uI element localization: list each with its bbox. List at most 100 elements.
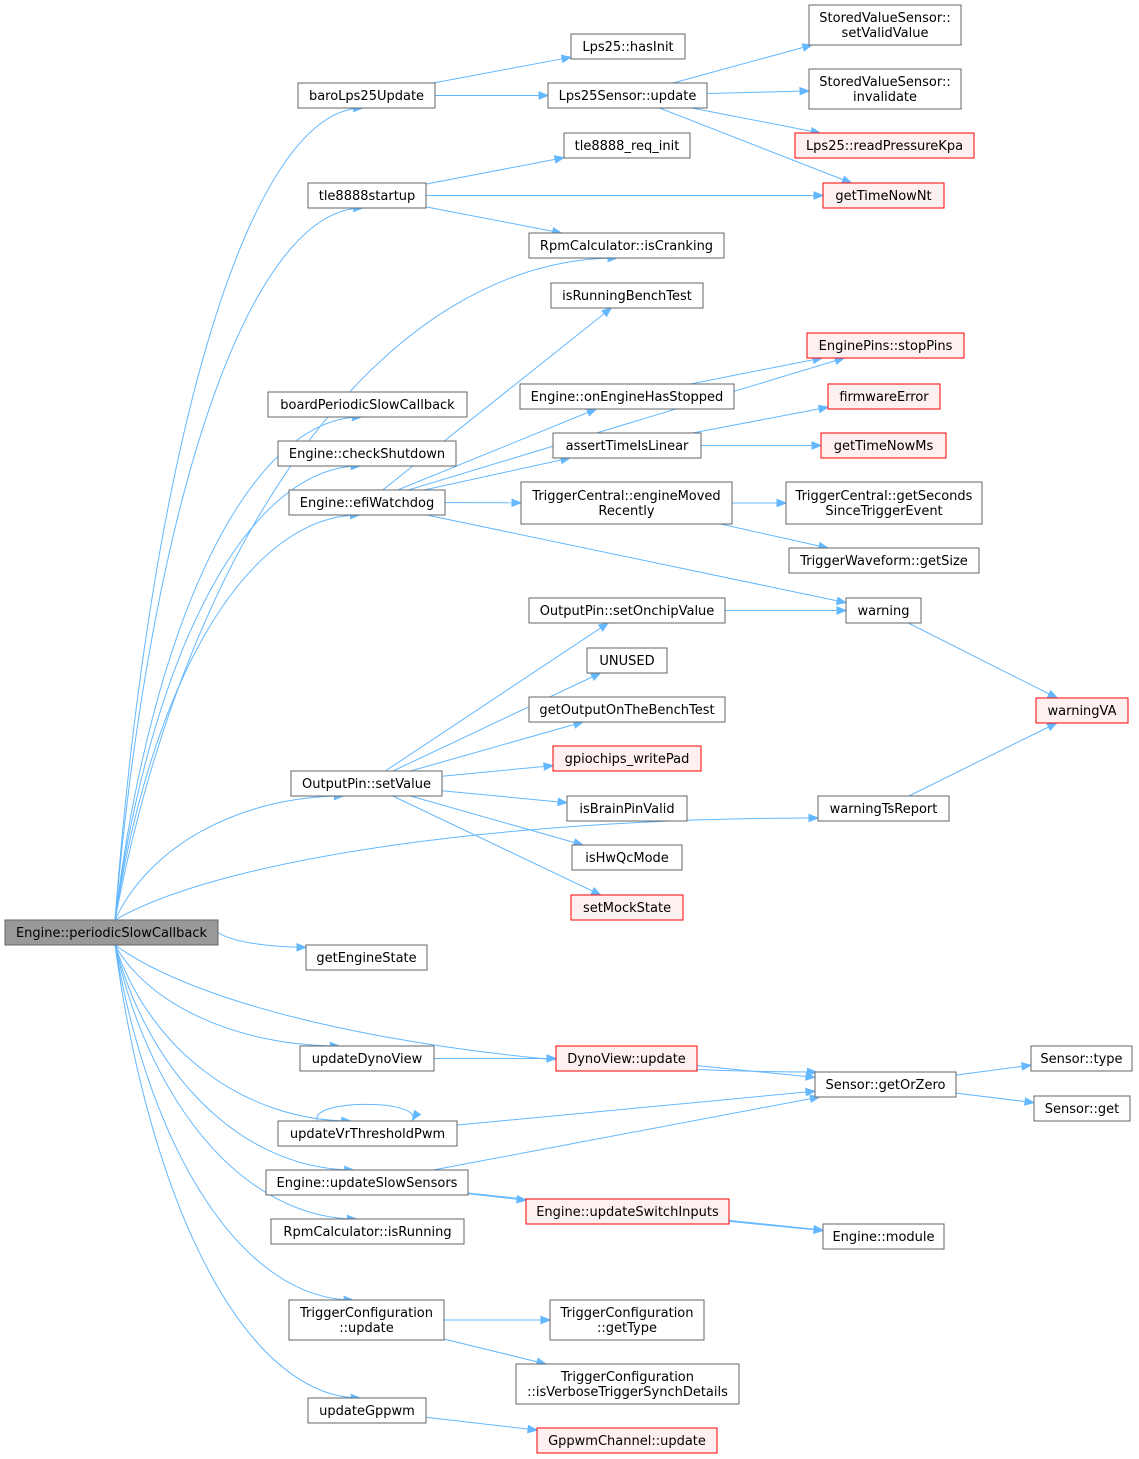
node-label: Recently bbox=[598, 504, 655, 519]
node-getTimeNowMs[interactable]: getTimeNowMs bbox=[820, 432, 947, 459]
node-waveformGetSize[interactable]: TriggerWaveform::getSize bbox=[788, 547, 980, 574]
node-triggerConfigVerbose[interactable]: TriggerConfiguration::isVerboseTriggerSy… bbox=[515, 1363, 740, 1405]
edge-root-to-updateGppwm bbox=[114, 944, 361, 1399]
node-root[interactable]: Engine::periodicSlowCallback bbox=[4, 919, 219, 946]
edge-efiWatchdog-to-warning-arrowhead bbox=[835, 596, 848, 605]
node-dynoViewUpdate[interactable]: DynoView::update bbox=[555, 1045, 698, 1072]
node-updateSlowSensors[interactable]: Engine::updateSlowSensors bbox=[265, 1169, 469, 1196]
node-triggerConfigUpdate[interactable]: TriggerConfiguration::update bbox=[288, 1299, 445, 1341]
edge-baroLps25Update-to-lps25SensorUpdate-arrowhead bbox=[538, 91, 550, 100]
edge-root-to-checkShutdown bbox=[114, 465, 361, 921]
node-label: Sensor::type bbox=[1040, 1052, 1122, 1067]
edge-triggerConfigUpdate-to-triggerConfigVerbose bbox=[443, 1338, 547, 1365]
node-gppwmChannelUpdate[interactable]: GppwmChannel::update bbox=[536, 1427, 718, 1454]
node-rpmIsRunning[interactable]: RpmCalculator::isRunning bbox=[270, 1218, 465, 1245]
node-isBrainPinValid[interactable]: isBrainPinValid bbox=[566, 795, 688, 822]
node-updateSwitchInputs[interactable]: Engine::updateSwitchInputs bbox=[525, 1198, 730, 1225]
node-firmwareError[interactable]: firmwareError bbox=[827, 383, 941, 410]
node-sensorGet[interactable]: Sensor::get bbox=[1033, 1095, 1131, 1122]
node-setMockState[interactable]: setMockState bbox=[570, 894, 684, 921]
edge-lps25SensorUpdate-to-lps25readPressure bbox=[691, 107, 821, 134]
node-getEngineState[interactable]: getEngineState bbox=[305, 944, 428, 971]
node-box bbox=[845, 597, 922, 624]
edge-updateVrThreshold-to-sensorGetOrZero bbox=[456, 1090, 816, 1126]
edge-setValue-to-gpiochipsWritePad-arrowhead bbox=[543, 762, 555, 771]
node-label: TriggerCentral::getSeconds bbox=[795, 489, 973, 504]
node-getSecondsSince[interactable]: TriggerCentral::getSecondsSinceTriggerEv… bbox=[785, 481, 983, 525]
node-label: baroLps25Update bbox=[309, 89, 424, 104]
node-efiWatchdog[interactable]: Engine::efiWatchdog bbox=[288, 489, 446, 516]
node-tle8888reqInit[interactable]: tle8888_req_init bbox=[563, 132, 691, 159]
node-warningTsReport[interactable]: warningTsReport bbox=[817, 795, 950, 822]
node-box bbox=[277, 1120, 458, 1147]
edge-lps25SensorUpdate-to-getTimeNowNt bbox=[659, 107, 852, 184]
edge-lps25SensorUpdate-to-storedSetValid-arrowhead bbox=[801, 43, 814, 52]
edge-warningTsReport-to-warningVA-arrowhead bbox=[1046, 722, 1058, 732]
edge-updateSwitchInputs-to-engineModule-arrowhead bbox=[813, 1225, 825, 1234]
node-label: OutputPin::setOnchipValue bbox=[540, 604, 715, 619]
node-updateGppwm[interactable]: updateGppwm bbox=[307, 1397, 427, 1424]
edge-setValue-to-getOutputOnBench bbox=[410, 721, 584, 772]
node-label: RpmCalculator::isCranking bbox=[540, 239, 713, 254]
node-getOutputOnBench[interactable]: getOutputOnTheBenchTest bbox=[528, 696, 726, 723]
node-getTimeNowNt[interactable]: getTimeNowNt bbox=[822, 182, 945, 209]
node-rpmIsCranking[interactable]: RpmCalculator::isCranking bbox=[528, 232, 725, 259]
edge-lps25SensorUpdate-to-getTimeNowNt-arrowhead bbox=[841, 175, 853, 184]
node-storedSetValid[interactable]: StoredValueSensor::setValidValue bbox=[808, 4, 962, 46]
node-label: updateVrThresholdPwm bbox=[290, 1127, 445, 1142]
node-onEngineHasStopped[interactable]: Engine::onEngineHasStopped bbox=[519, 383, 735, 410]
node-setValue[interactable]: OutputPin::setValue bbox=[290, 770, 443, 797]
edge-updateVrThreshold-to-sensorGetOrZero-arrowhead bbox=[805, 1087, 817, 1097]
node-assertTimeIsLinear[interactable]: assertTimeIsLinear bbox=[552, 432, 702, 459]
edge-efiWatchdog-to-assertTimeIsLinear bbox=[423, 457, 571, 491]
node-tle8888startup[interactable]: tle8888startup bbox=[307, 182, 427, 209]
node-label: setValidValue bbox=[842, 26, 929, 41]
node-isRunningBenchTest[interactable]: isRunningBenchTest bbox=[550, 282, 704, 309]
node-storedInvalidate[interactable]: StoredValueSensor::invalidate bbox=[808, 68, 962, 110]
node-box bbox=[552, 745, 702, 772]
node-unused[interactable]: UNUSED bbox=[586, 647, 668, 674]
node-checkShutdown[interactable]: Engine::checkShutdown bbox=[277, 440, 457, 467]
edge-efiWatchdog-to-engineMovedRecently-arrowhead bbox=[511, 498, 523, 508]
node-boardPeriodicSlow[interactable]: boardPeriodicSlowCallback bbox=[267, 391, 468, 418]
node-box bbox=[814, 1071, 957, 1098]
node-updateDynoView[interactable]: updateDynoView bbox=[299, 1045, 435, 1072]
node-triggerConfigGetType[interactable]: TriggerConfiguration::getType bbox=[549, 1299, 705, 1341]
node-label: Sensor::getOrZero bbox=[826, 1078, 946, 1093]
node-label: Lps25Sensor::update bbox=[559, 89, 697, 104]
edge-root-to-setValue bbox=[114, 795, 344, 921]
node-box bbox=[277, 440, 457, 467]
node-isHwQcMode[interactable]: isHwQcMode bbox=[571, 844, 683, 871]
node-lps25hasInit[interactable]: Lps25::hasInit bbox=[570, 33, 686, 60]
node-updateVrThreshold[interactable]: updateVrThresholdPwm bbox=[277, 1120, 458, 1147]
edge-setValue-to-setMockState-arrowhead bbox=[590, 886, 602, 896]
edge-lps25SensorUpdate-to-storedInvalidate bbox=[706, 90, 810, 94]
node-label: assertTimeIsLinear bbox=[566, 439, 689, 454]
node-label: StoredValueSensor:: bbox=[819, 75, 950, 90]
edge-warning-to-warningVA-arrowhead bbox=[1046, 689, 1059, 699]
node-label: Engine::checkShutdown bbox=[289, 447, 445, 462]
node-sensorGetOrZero[interactable]: Sensor::getOrZero bbox=[814, 1071, 957, 1098]
node-box bbox=[586, 647, 668, 674]
node-lps25readPressure[interactable]: Lps25::readPressureKpa bbox=[794, 132, 975, 159]
node-sensorType[interactable]: Sensor::type bbox=[1030, 1045, 1133, 1072]
node-warning[interactable]: warning bbox=[845, 597, 922, 624]
edge-updateGppwm-to-gppwmChannelUpdate bbox=[425, 1416, 538, 1431]
node-box bbox=[525, 1198, 730, 1225]
node-warningVA[interactable]: warningVA bbox=[1035, 697, 1129, 724]
edge-dynoViewUpdate-to-sensorGetOrZero bbox=[696, 1065, 816, 1078]
node-lps25SensorUpdate[interactable]: Lps25Sensor::update bbox=[547, 82, 708, 109]
edge-sensorGetOrZero-to-sensorType-arrowhead bbox=[1021, 1062, 1033, 1071]
node-enginePinsStop[interactable]: EnginePins::stopPins bbox=[806, 332, 965, 359]
node-box bbox=[4, 919, 219, 946]
node-box bbox=[794, 132, 975, 159]
node-baroLps25Update[interactable]: baroLps25Update bbox=[297, 82, 436, 109]
node-box bbox=[550, 282, 704, 309]
edge-engineMovedRecently-to-waveformGetSize bbox=[720, 523, 829, 549]
node-setOnchipValue[interactable]: OutputPin::setOnchipValue bbox=[528, 597, 726, 624]
node-box bbox=[808, 68, 962, 110]
node-label: TriggerConfiguration bbox=[299, 1306, 433, 1321]
node-engineModule[interactable]: Engine::module bbox=[822, 1223, 945, 1250]
node-gpiochipsWritePad[interactable]: gpiochips_writePad bbox=[552, 745, 702, 772]
